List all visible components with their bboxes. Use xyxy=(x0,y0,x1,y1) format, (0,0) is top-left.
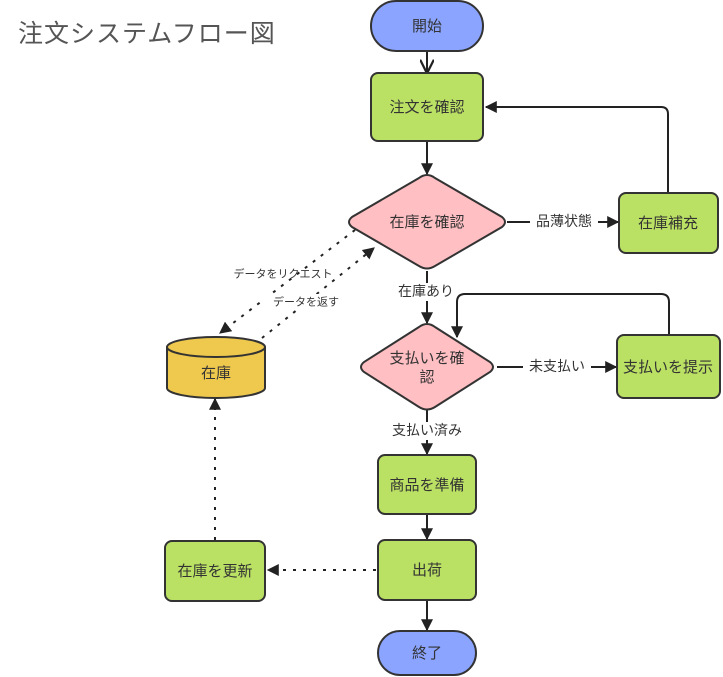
node-check-payment[interactable]: 支払いを確 認 xyxy=(360,322,494,411)
node-label-check-payment-line2: 認 xyxy=(419,368,434,386)
node-label-check-stock: 在庫を確認 xyxy=(389,213,464,231)
node-label-update-stock: 在庫を更新 xyxy=(177,562,252,580)
edge-label-in-stock: 在庫あり xyxy=(398,283,454,300)
node-end[interactable]: 終了 xyxy=(377,630,477,676)
diagram-title: 注文システムフロー図 xyxy=(18,19,276,48)
node-check-stock[interactable]: 在庫を確認 xyxy=(348,173,506,270)
node-label-ship: 出荷 xyxy=(412,561,442,579)
process-shape xyxy=(377,539,477,601)
edge-check-stock-to-check-payment: 在庫あり xyxy=(392,271,460,325)
edge-check-payment-to-request-payment: 未支払い xyxy=(497,357,618,377)
node-label-prepare-goods: 商品を準備 xyxy=(389,476,464,494)
edge-label-out-of-stock: 品薄状態 xyxy=(536,214,592,230)
node-ship[interactable]: 出荷 xyxy=(377,539,477,601)
database-body xyxy=(166,347,266,399)
node-label-confirm-order: 注文を確認 xyxy=(389,98,464,116)
node-label-start: 開始 xyxy=(412,17,442,35)
terminal-shape xyxy=(370,0,484,52)
edge-request-payment-to-check-payment xyxy=(451,293,670,339)
process-shape xyxy=(616,334,721,399)
node-restock[interactable]: 在庫補充 xyxy=(618,192,719,254)
database-top xyxy=(166,336,266,358)
edge-restock-to-confirm-order xyxy=(484,101,669,192)
decision-shape xyxy=(360,322,494,411)
edge-label-request-data: データをリクエスト xyxy=(234,267,333,281)
node-label-check-payment-line1: 支払いを確 xyxy=(389,349,464,367)
node-update-stock[interactable]: 在庫を更新 xyxy=(164,540,266,602)
decision-shape xyxy=(348,173,506,270)
node-inventory-db[interactable]: 在庫 xyxy=(166,336,266,399)
node-label-inventory-db: 在庫 xyxy=(201,364,231,382)
node-confirm-order[interactable]: 注文を確認 xyxy=(370,72,484,142)
edge-label-return-data: データを返す xyxy=(273,295,339,309)
process-shape xyxy=(370,72,484,142)
process-shape xyxy=(618,192,719,254)
process-shape xyxy=(377,454,477,515)
node-label-request-payment: 支払いを提示 xyxy=(623,358,713,376)
node-start[interactable]: 開始 xyxy=(370,0,484,52)
process-shape xyxy=(164,540,266,602)
edge-inventory-db-to-check-stock: データを返す xyxy=(261,247,375,339)
edge-label-unpaid: 未支払い xyxy=(529,359,585,375)
terminal-shape xyxy=(377,630,477,676)
node-request-payment[interactable]: 支払いを提示 xyxy=(616,334,721,399)
edge-check-payment-to-prepare-goods: 支払い済み xyxy=(386,410,468,456)
node-prepare-goods[interactable]: 商品を準備 xyxy=(377,454,477,515)
edge-check-stock-to-restock: 品薄状態 xyxy=(507,212,620,232)
edge-check-stock-to-inventory-db: データをリクエスト xyxy=(219,229,356,334)
edge-label-paid: 支払い済み xyxy=(392,423,462,439)
node-label-restock: 在庫補充 xyxy=(638,214,698,232)
node-label-end: 終了 xyxy=(412,644,442,662)
